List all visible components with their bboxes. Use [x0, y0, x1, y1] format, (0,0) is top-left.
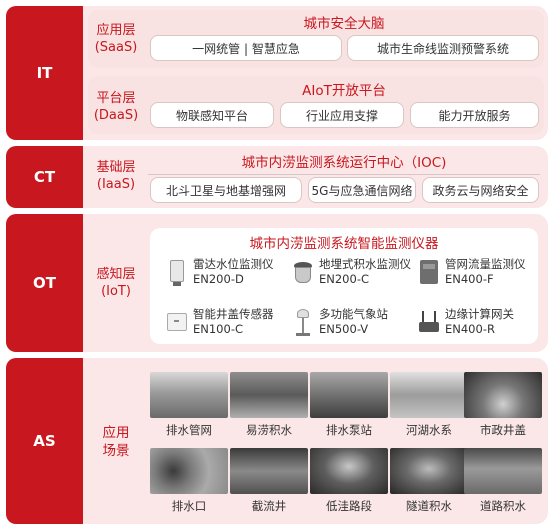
device-model: EN100-C	[193, 322, 243, 336]
buried-water-sensor-icon	[292, 258, 314, 286]
scene-caption: 低洼路段	[326, 499, 372, 513]
ct-item-beidou[interactable]: 北斗卫星与地基增强网	[150, 177, 302, 203]
layer-tag-ot: OT	[6, 214, 83, 352]
scene-caption: 易涝积水	[246, 423, 292, 437]
saas-item-unified-management[interactable]: 一网统管 | 智慧应急	[150, 35, 342, 61]
scene-caption: 截流井	[251, 499, 287, 513]
scene-low-road-image	[310, 448, 388, 494]
scene-drainage-network[interactable]: 排水管网	[150, 372, 228, 438]
layer-tag-it-text: IT	[36, 64, 53, 82]
scene-pump-station[interactable]: 排水泵站	[310, 372, 388, 438]
device-model: EN400-R	[445, 322, 495, 336]
scene-low-road[interactable]: 低洼路段	[310, 448, 388, 514]
saas-item-lifeline-warning[interactable]: 城市生命线监测预警系统	[347, 35, 539, 61]
device-name: 雷达水位监测仪	[193, 257, 274, 271]
scene-drainage-network-image	[150, 372, 228, 418]
daas-item-open-services[interactable]: 能力开放服务	[410, 102, 539, 128]
ct-item-5g[interactable]: 5G与应急通信网络	[308, 177, 416, 203]
manhole-cover-sensor-icon	[166, 308, 188, 336]
device-name: 地埋式积水监测仪	[319, 257, 411, 271]
ioc-title: 城市内涝监测系统运行中心（IOC)	[148, 151, 540, 175]
layer-tag-ct: CT	[6, 146, 83, 208]
pipe-flow-meter-icon	[418, 258, 440, 286]
ct-item-cloud-security[interactable]: 政务云与网络安全	[422, 177, 539, 203]
scene-caption: 排水口	[171, 499, 207, 513]
layer-tag-ct-text: CT	[33, 168, 56, 186]
device-card	[150, 228, 538, 344]
scene-manhole-covers-image	[464, 372, 542, 418]
scene-waterlogging[interactable]: 易涝积水	[230, 372, 308, 438]
device-model: EN500-V	[319, 322, 369, 336]
radar-level-meter-icon	[166, 258, 188, 286]
scene-road-water-image	[464, 448, 542, 494]
layer-tag-ot-text: OT	[33, 274, 56, 292]
device-model: EN200-C	[319, 272, 369, 286]
daas-item-iot-platform[interactable]: 物联感知平台	[150, 102, 274, 128]
saas-label: 应用层 (SaaS)	[94, 23, 138, 55]
scene-caption: 隧道积水	[406, 499, 452, 513]
layer-tag-as-text: AS	[33, 432, 56, 450]
scene-caption: 道路积水	[480, 499, 526, 513]
iot-label: 感知层 (IoT)	[96, 267, 136, 299]
weather-station-icon	[292, 308, 314, 336]
device-title: 城市内涝监测系统智能监测仪器	[249, 236, 439, 252]
scene-caption: 河湖水系	[406, 423, 452, 437]
device-name: 管网流量监测仪	[445, 257, 526, 271]
scene-rivers-lakes[interactable]: 河湖水系	[390, 372, 468, 438]
scene-interception-well[interactable]: 截流井	[230, 448, 308, 514]
scene-manhole-covers[interactable]: 市政井盖	[464, 372, 542, 438]
daas-title: AIoT开放平台	[302, 83, 386, 99]
device-name: 多功能气象站	[319, 307, 388, 321]
daas-item-industry-support[interactable]: 行业应用支撑	[280, 102, 404, 128]
layer-tag-it: IT	[6, 6, 83, 140]
saas-title: 城市安全大脑	[303, 16, 385, 32]
layer-tag-as: AS	[6, 358, 83, 524]
scene-caption: 市政井盖	[480, 423, 526, 437]
scene-tunnel-water-image	[390, 448, 468, 494]
device-model: EN400-F	[445, 272, 494, 286]
scene-outfall[interactable]: 排水口	[150, 448, 228, 514]
scene-road-water[interactable]: 道路积水	[464, 448, 542, 514]
scene-tunnel-water[interactable]: 隧道积水	[390, 448, 468, 514]
scene-label: 应用 场景	[102, 425, 130, 459]
device-name: 边缘计算网关	[445, 307, 514, 321]
scene-interception-well-image	[230, 448, 308, 494]
device-model: EN200-D	[193, 272, 244, 286]
scene-caption: 排水管网	[166, 423, 212, 437]
scene-waterlogging-image	[230, 372, 308, 418]
device-name: 智能井盖传感器	[193, 307, 274, 321]
scene-outfall-image	[150, 448, 228, 494]
iaas-label: 基础层 (IaaS)	[96, 160, 136, 192]
scene-caption: 排水泵站	[326, 423, 372, 437]
daas-label: 平台层 (DaaS)	[93, 91, 139, 123]
edge-gateway-icon	[418, 308, 440, 336]
scene-rivers-lakes-image	[390, 372, 468, 418]
scene-pump-station-image	[310, 372, 388, 418]
